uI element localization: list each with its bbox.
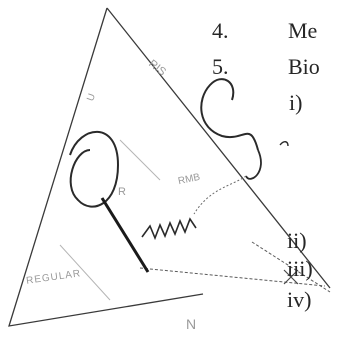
sketch-label-inner: R: [118, 186, 126, 198]
diagonal-stroke: [100, 197, 150, 273]
subitem-iv: iv): [287, 287, 312, 312]
list-number-5: 5.: [212, 54, 229, 79]
cross-mark: [283, 269, 299, 285]
small-hook: [279, 141, 289, 147]
triangle-outline: [8, 7, 331, 327]
subitem-i: i): [289, 90, 303, 115]
list-item-4-text: Me: [288, 18, 318, 43]
sketch-label-bottom-right: N: [186, 316, 197, 332]
list-number-4: 4.: [212, 18, 229, 43]
subitem-iii: iii): [287, 256, 313, 281]
faint-inner-line: [59, 139, 161, 301]
list-item-5-text: Bio: [288, 54, 320, 79]
subitem-ii: ii): [287, 228, 307, 253]
spring-zigzag: [141, 217, 197, 241]
right-loop-curve: [200, 78, 259, 151]
left-loop-curve: [69, 130, 120, 208]
dashed-edge: [139, 241, 331, 293]
right-loop-tail: [245, 149, 262, 180]
connector-curve: [193, 175, 247, 215]
